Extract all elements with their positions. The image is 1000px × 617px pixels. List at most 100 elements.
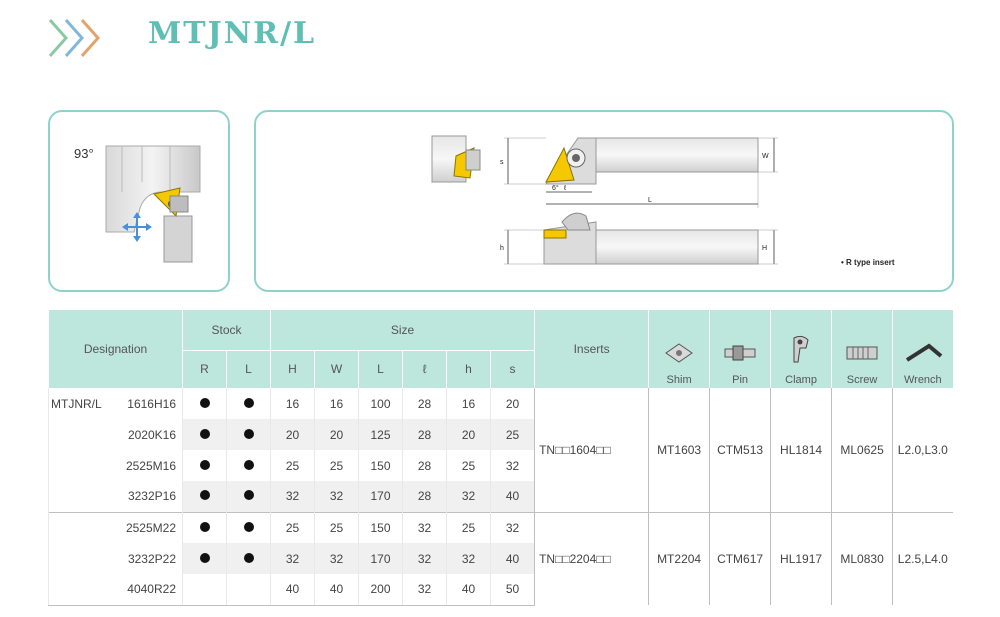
size-cell: 16 — [270, 388, 315, 419]
size-cell: 16 — [446, 388, 491, 419]
table-row: 2525M22 25 25 150 32 25 32 TN□□2204□□ MT… — [48, 511, 953, 605]
dim-H-label: H — [762, 245, 767, 252]
dim-l-label: L — [648, 197, 652, 204]
designation-cell: 2525M16 — [48, 450, 183, 481]
size-cell: 25 — [446, 450, 491, 481]
stock-l-cell — [225, 481, 271, 512]
in-stock-dot-icon — [243, 459, 254, 470]
stock-l-cell — [225, 419, 271, 450]
in-stock-dot-icon — [199, 428, 210, 439]
pin-cell: CTM513 — [709, 388, 771, 512]
header-shim: Shim — [648, 310, 710, 388]
table-row: 3232P22 32 32 170 32 32 40 — [48, 543, 953, 574]
move-direction-icon — [122, 212, 152, 242]
insert-cell: TN□□2204□□ — [534, 511, 649, 605]
size-cell: 32 — [270, 543, 315, 574]
triple-chevron-logo-icon — [48, 19, 101, 57]
size-cell: 200 — [358, 574, 403, 606]
size-cell: 40 — [446, 574, 491, 606]
size-cell: 32 — [402, 511, 447, 543]
r-type-note: • R type insert — [841, 258, 895, 267]
stock-l-cell — [225, 450, 271, 481]
dim-ell-label: ℓ — [563, 185, 567, 192]
size-cell: 32 — [402, 574, 447, 606]
header-size-W: W — [314, 349, 359, 388]
header-stock: Stock — [181, 310, 271, 350]
size-cell: 32 — [314, 481, 359, 512]
size-cell: 170 — [358, 481, 403, 512]
size-cell: 40 — [490, 543, 535, 574]
clamp-cell: HL1917 — [770, 511, 832, 605]
size-cell: 32 — [446, 481, 491, 512]
header-inserts: Inserts — [534, 310, 649, 388]
header-size-L: L — [358, 349, 403, 388]
stock-r-cell — [182, 388, 227, 419]
size-cell: 20 — [314, 419, 359, 450]
stock-r-cell — [182, 450, 227, 481]
size-cell: 20 — [446, 419, 491, 450]
size-cell: 25 — [270, 450, 315, 481]
screw-icon — [846, 346, 878, 360]
size-cell: 150 — [358, 450, 403, 481]
size-cell: 28 — [402, 481, 447, 512]
in-stock-dot-icon — [243, 552, 254, 563]
designation-cell: 3232P16 — [48, 481, 183, 512]
size-cell: 32 — [446, 543, 491, 574]
header-stock-l: L — [225, 349, 271, 388]
size-cell: 28 — [402, 388, 447, 419]
size-cell: 20 — [490, 388, 535, 419]
designation-prefix: MTJNR/L — [51, 396, 102, 411]
size-cell: 125 — [358, 419, 403, 450]
header-size-s: s — [490, 349, 535, 388]
in-stock-dot-icon — [243, 428, 254, 439]
screw-cell: ML0625 — [831, 388, 893, 512]
header-pin: Pin — [709, 310, 771, 388]
dim-s-label: s — [500, 159, 504, 166]
size-cell: 28 — [402, 450, 447, 481]
insert-cell: TN□□1604□□ — [534, 388, 649, 512]
designation-cell: 2020K16 — [48, 419, 183, 450]
table-row: 2525M16 25 25 150 28 25 32 — [48, 450, 953, 481]
angle-label: 93° — [74, 146, 94, 161]
size-cell: 25 — [446, 511, 491, 543]
stock-r-cell — [182, 543, 227, 574]
size-cell: 16 — [314, 388, 359, 419]
size-cell: 25 — [490, 419, 535, 450]
size-cell: 150 — [358, 511, 403, 543]
in-stock-dot-icon — [199, 521, 210, 532]
size-cell: 170 — [358, 543, 403, 574]
in-stock-dot-icon — [199, 397, 210, 408]
spec-table: Designation Stock Size Inserts Shim Pin … — [48, 310, 953, 606]
size-cell: 32 — [314, 543, 359, 574]
size-cell: 100 — [358, 388, 403, 419]
wrench-icon — [905, 343, 943, 362]
size-cell: 25 — [270, 511, 315, 543]
size-cell: 32 — [490, 511, 535, 543]
shim-cell: MT2204 — [648, 511, 710, 605]
stock-l-cell — [225, 574, 271, 606]
in-stock-dot-icon — [243, 490, 254, 501]
size-cell: 40 — [270, 574, 315, 606]
size-cell: 28 — [402, 419, 447, 450]
size-cell: 50 — [490, 574, 535, 606]
dimension-drawing-panel: s W L ℓ 6° h H • R type insert — [254, 110, 954, 292]
in-stock-dot-icon — [199, 552, 210, 563]
designation-cell: 4040R22 — [48, 574, 183, 606]
size-cell: 32 — [402, 543, 447, 574]
page-title: MTJNR/L — [148, 16, 317, 51]
table-row: 2020K16 20 20 125 28 20 25 — [48, 419, 953, 450]
size-cell: 32 — [490, 450, 535, 481]
in-stock-dot-icon — [199, 490, 210, 501]
header-wrench: Wrench — [892, 310, 953, 388]
table-row: 4040R22 40 40 200 32 40 50 — [48, 574, 953, 606]
designation-cell: 3232P22 — [48, 543, 183, 574]
clamp-icon — [793, 335, 809, 363]
in-stock-dot-icon — [199, 459, 210, 470]
stock-r-cell — [182, 574, 227, 606]
size-cell: 20 — [270, 419, 315, 450]
stock-l-cell — [225, 388, 271, 419]
approach-angle-panel: 93° — [48, 110, 230, 292]
tool-holder-drawing: s W L ℓ 6° h H — [431, 135, 778, 265]
header-clamp: Clamp — [770, 310, 832, 388]
stock-r-cell — [182, 511, 227, 543]
